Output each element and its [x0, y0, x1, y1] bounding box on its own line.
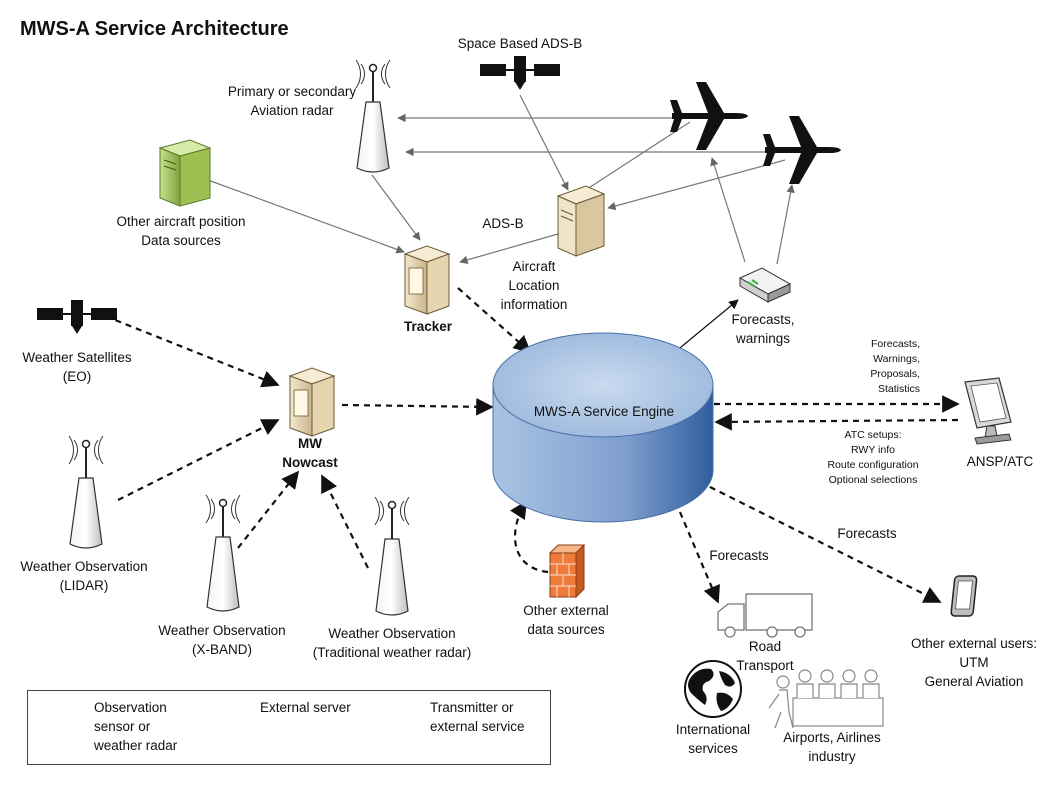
weather-traditional-label: Weather Observation (Traditional weather… [312, 626, 472, 660]
legend-transmitter-label: Transmitter or external service [430, 700, 525, 734]
other-external-sources-label: Other external data sources [523, 603, 609, 637]
ansp-label: ANSP/ATC [966, 454, 1034, 469]
forecasts-road-label: Forecasts [709, 548, 769, 563]
tracker-server-icon [403, 245, 451, 315]
data-flows [94, 287, 960, 604]
firewall-icon [548, 543, 586, 599]
other-position-label: Other aircraft position Data sources [116, 214, 246, 248]
tracker-label: Tracker [403, 319, 453, 334]
weather-xband-label: Weather Observation (X-BAND) [158, 623, 286, 657]
mw-nowcast-server-icon [288, 367, 336, 437]
legend-sensor-label: Observation sensor or weather radar [94, 700, 178, 753]
international-label: International services [675, 722, 751, 756]
mw-nowcast-label: MW Nowcast [282, 436, 338, 470]
space-adsb-satellite-icon [480, 56, 560, 90]
other-users-label: Other external users: UTM General Aviati… [910, 636, 1038, 689]
aviation-radar-icon [355, 59, 391, 173]
legend: Observation sensor or weather radar Exte… [27, 690, 551, 765]
flow-to-ansp-label: Forecasts, Warnings, Proposals, Statisti… [870, 338, 920, 395]
aircraft-icon [670, 82, 748, 150]
aircraft-location-label: Aircraft Location information [500, 259, 568, 312]
legend-server-label: External server [260, 700, 351, 715]
forecasts-users-label: Forecasts [837, 526, 897, 541]
traditional-radar-icon [374, 496, 410, 616]
lidar-sensor-icon [68, 435, 104, 549]
service-engine-label: MWS-A Service Engine [533, 404, 675, 419]
transmitter-icon [738, 267, 792, 303]
space-adsb-label: Space Based ADS-B [457, 36, 583, 51]
airports-label: Airports, Airlines industry [783, 730, 881, 764]
page-title: MWS-A Service Architecture [20, 18, 289, 40]
forecasts-warnings-label: Forecasts, warnings [731, 312, 795, 346]
weather-satellite-icon [37, 300, 117, 334]
airport-people-icon [768, 669, 884, 729]
other-position-server-icon [158, 139, 212, 207]
weather-satellites-label: Weather Satellites (EO) [22, 350, 132, 384]
road-transport-label: Road Transport [736, 639, 794, 673]
xband-radar-icon [205, 494, 241, 612]
engine-to-transmitter [674, 299, 739, 353]
aircraft-location-server-icon [556, 185, 606, 257]
radar-primary-label: Primary or secondary Aviation radar [227, 84, 357, 118]
globe-icon [684, 660, 742, 718]
road-transport-icon [717, 593, 813, 638]
weather-lidar-label: Weather Observation (LIDAR) [20, 559, 148, 593]
aircraft-data-links [207, 94, 795, 265]
flow-from-ansp-label: ATC setups: RWY info Route configuration… [827, 429, 919, 486]
adsb-label: ADS-B [482, 216, 524, 231]
ansp-monitor-icon [964, 377, 1012, 445]
aircraft-icon-2 [763, 116, 841, 184]
service-engine-icon [492, 332, 714, 523]
tablet-icon [950, 575, 978, 617]
